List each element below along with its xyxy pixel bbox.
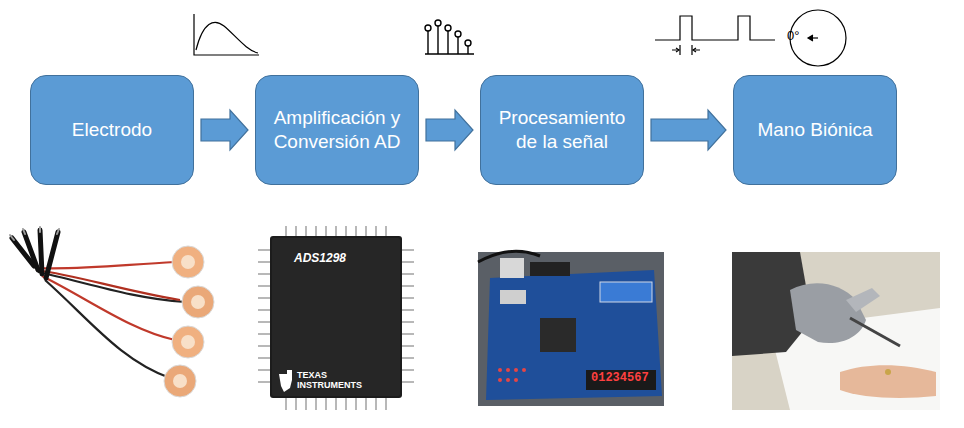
box-label: Procesamiento de la señal xyxy=(489,106,635,154)
box-label: Mano Biónica xyxy=(757,118,872,142)
waveform-sketch xyxy=(194,14,259,55)
pwm-sketch xyxy=(655,16,775,55)
box-label: Amplificación y Conversión AD xyxy=(264,106,410,154)
fpga-board-photo xyxy=(478,251,664,406)
process-box: Amplificación y Conversión AD xyxy=(255,75,419,185)
angle-label: 0° xyxy=(787,29,799,44)
chip-part-number: ADS1298 xyxy=(294,252,346,266)
adc-chip-photo xyxy=(258,226,414,410)
chip-brand: TEXAS INSTRUMENTS xyxy=(297,370,375,391)
block-arrow xyxy=(651,110,726,150)
process-box: Procesamiento de la señal xyxy=(480,75,644,185)
box-label: Electrodo xyxy=(72,118,152,142)
block-arrow xyxy=(201,110,248,150)
samples-sketch xyxy=(425,20,474,54)
bionic-hand-photo xyxy=(732,252,940,410)
electrodes-photo xyxy=(10,227,214,397)
seven-segment-display: 01234567 xyxy=(591,372,649,386)
block-arrow xyxy=(426,110,473,150)
process-box: Mano Biónica xyxy=(733,75,897,185)
process-box: Electrodo xyxy=(30,75,194,185)
